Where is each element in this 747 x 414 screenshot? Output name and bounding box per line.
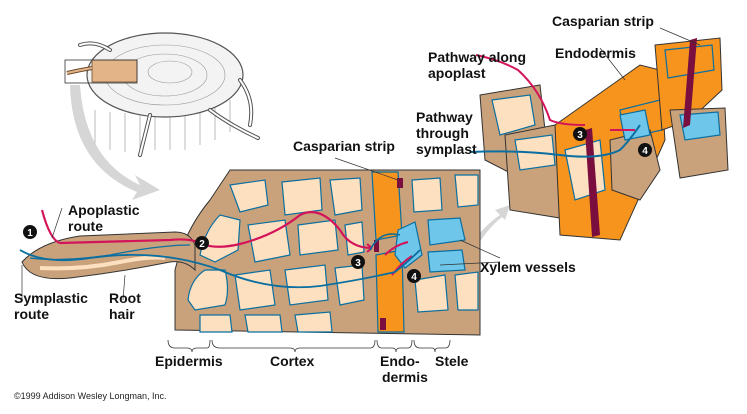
- inset-casparian-strip-label: Casparian strip: [552, 13, 654, 29]
- step-1-marker: [23, 225, 37, 239]
- step-3-marker: [351, 255, 365, 269]
- step-2-marker: [195, 236, 209, 250]
- tissue-braces: [167, 339, 451, 353]
- symplastic-route-label-1: Symplastic: [14, 290, 88, 306]
- casparian-strip: [397, 178, 403, 188]
- root-hair-label-2: hair: [109, 306, 135, 322]
- pathway-symplast-label-3: symplast: [416, 141, 477, 157]
- inset-step-3-label: 3: [577, 130, 583, 141]
- cross-section-ellipse: [86, 32, 244, 118]
- casparian-strip-label: Casparian strip: [293, 138, 395, 154]
- xylem-vessel: [427, 249, 466, 273]
- xylem-vessel: [427, 217, 466, 246]
- tissue-block: [174, 169, 481, 336]
- step-4-label: 4: [411, 272, 417, 283]
- symplastic-path: [19, 249, 421, 289]
- zoom-box: [64, 59, 138, 84]
- stele-label: Stele: [435, 353, 469, 369]
- root-hair-label-1: Root: [109, 290, 141, 306]
- cortex-label: Cortex: [270, 353, 315, 369]
- xylem-vessel: [394, 221, 423, 269]
- step-4-marker: [407, 269, 421, 283]
- step-markers: 1 2 3 4 3 4: [23, 127, 652, 283]
- zoom-arrow: [70, 85, 160, 200]
- apoplastic-path: [40, 209, 373, 250]
- apoplastic-route-label-2: route: [68, 218, 103, 234]
- inset-endodermis-label: Endodermis: [555, 45, 636, 61]
- casparian-strip: [374, 240, 379, 252]
- inset-apoplast-path: [475, 54, 586, 126]
- epidermis-label: Epidermis: [155, 353, 223, 369]
- inset-casparian-strip: [585, 128, 600, 237]
- root-cross-section-overview: [64, 32, 260, 157]
- xylem-vessels-label: Xylem vessels: [480, 259, 576, 275]
- endodermis-label-1: Endo-: [380, 353, 420, 369]
- inset-symplast-path: [469, 124, 641, 158]
- pathway-symplast-label-2: through: [416, 125, 469, 141]
- inset-step-4-marker: [638, 143, 652, 157]
- pathway-apoplast-label-2: apoplast: [428, 65, 486, 81]
- apoplastic-route-label-1: Apoplastic: [68, 202, 140, 218]
- step-3-label: 3: [355, 258, 361, 269]
- casparian-strip: [380, 318, 386, 330]
- copyright-text: ©1999 Addison Wesley Longman, Inc.: [14, 391, 167, 401]
- inset-step-4-label: 4: [642, 146, 648, 157]
- endodermis-label-2: dermis: [382, 369, 428, 385]
- step-1-label: 1: [27, 228, 33, 239]
- pathway-apoplast-label-1: Pathway along: [428, 49, 526, 65]
- inset-3d-block: [469, 37, 729, 241]
- symplastic-route-label-2: route: [14, 306, 49, 322]
- step-2-label: 2: [199, 239, 205, 250]
- highlighted-region: [91, 59, 138, 83]
- pathway-symplast-label-1: Pathway: [416, 109, 473, 125]
- inset-step-3-marker: [573, 127, 587, 141]
